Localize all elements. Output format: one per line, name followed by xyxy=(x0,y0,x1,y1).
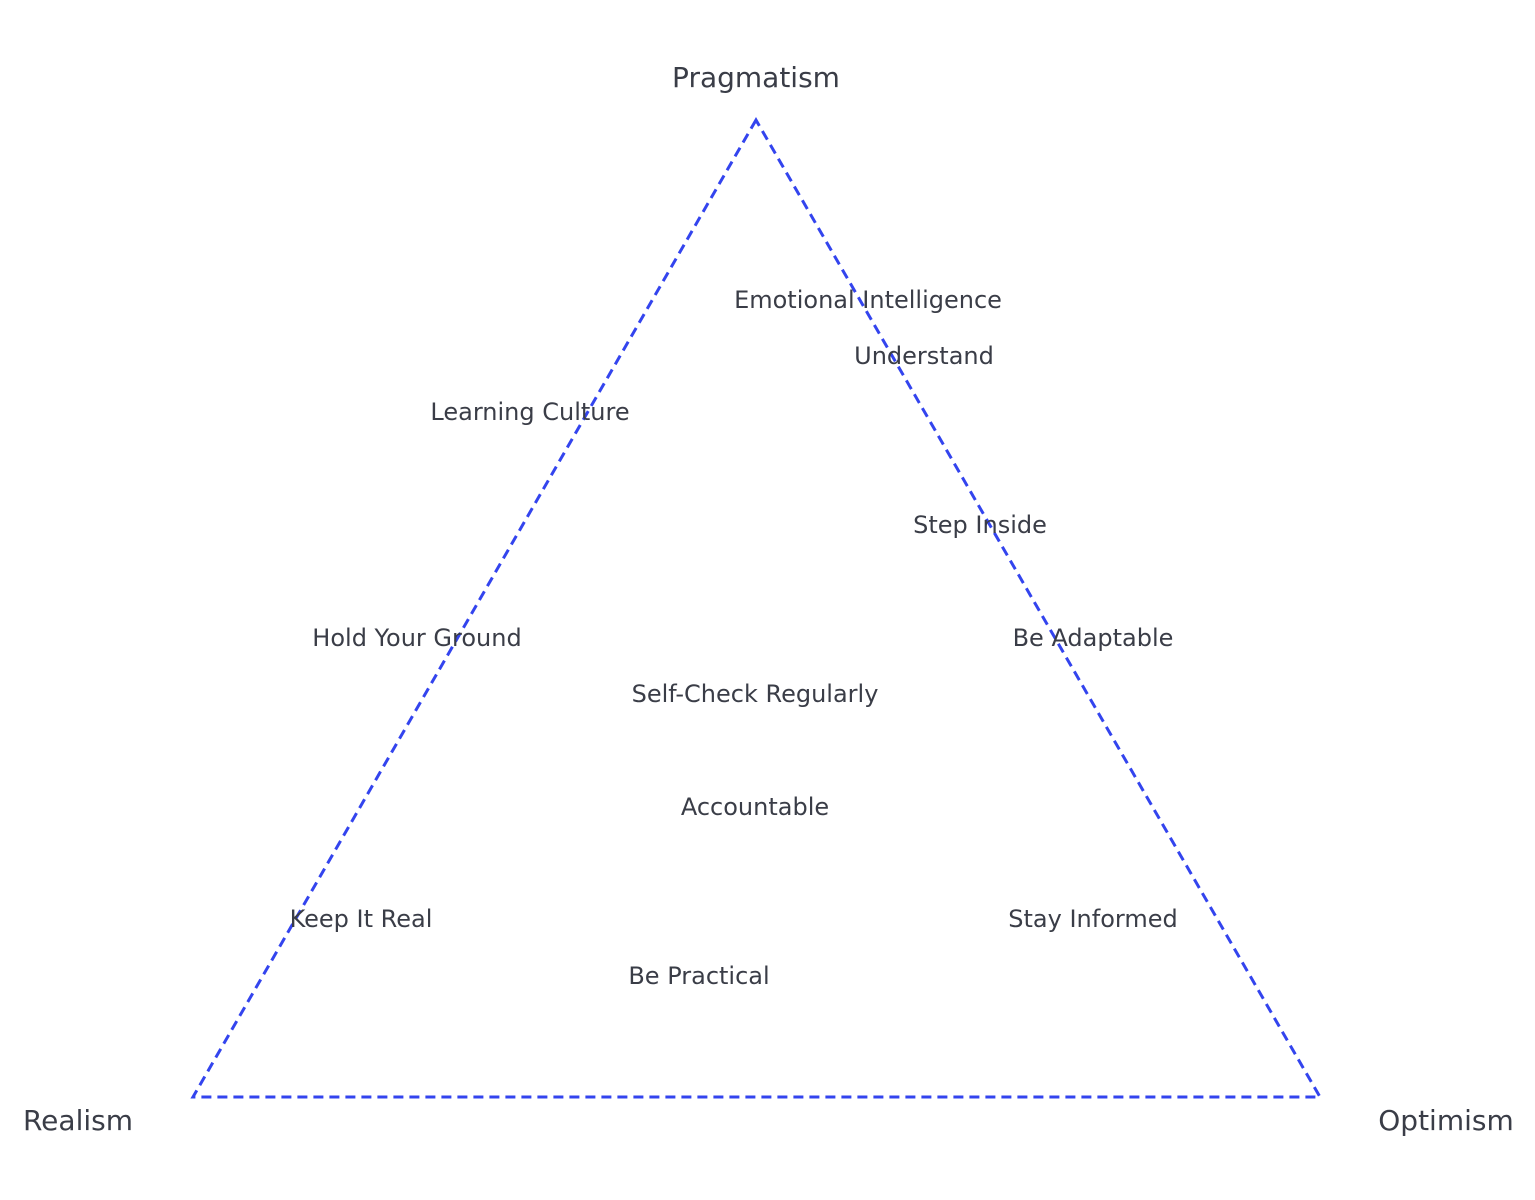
item-label: Be Practical xyxy=(628,962,769,990)
vertex-label-right: Optimism xyxy=(1378,1104,1514,1137)
item-label: Accountable xyxy=(681,793,829,821)
item-label: Step Inside xyxy=(913,511,1047,539)
item-label: Stay Informed xyxy=(1008,905,1177,933)
item-label: Keep It Real xyxy=(290,905,433,933)
triangle-outline xyxy=(190,116,1323,1099)
item-label: Learning Culture xyxy=(430,398,629,426)
item-label: Self-Check Regularly xyxy=(632,680,879,708)
vertex-label-left: Realism xyxy=(23,1104,133,1137)
vertex-label-top: Pragmatism xyxy=(672,61,840,94)
item-label: Emotional Intelligence xyxy=(734,286,1002,314)
item-label: Understand xyxy=(854,342,994,370)
item-label: Hold Your Ground xyxy=(312,624,521,652)
item-label: Be Adaptable xyxy=(1013,624,1174,652)
